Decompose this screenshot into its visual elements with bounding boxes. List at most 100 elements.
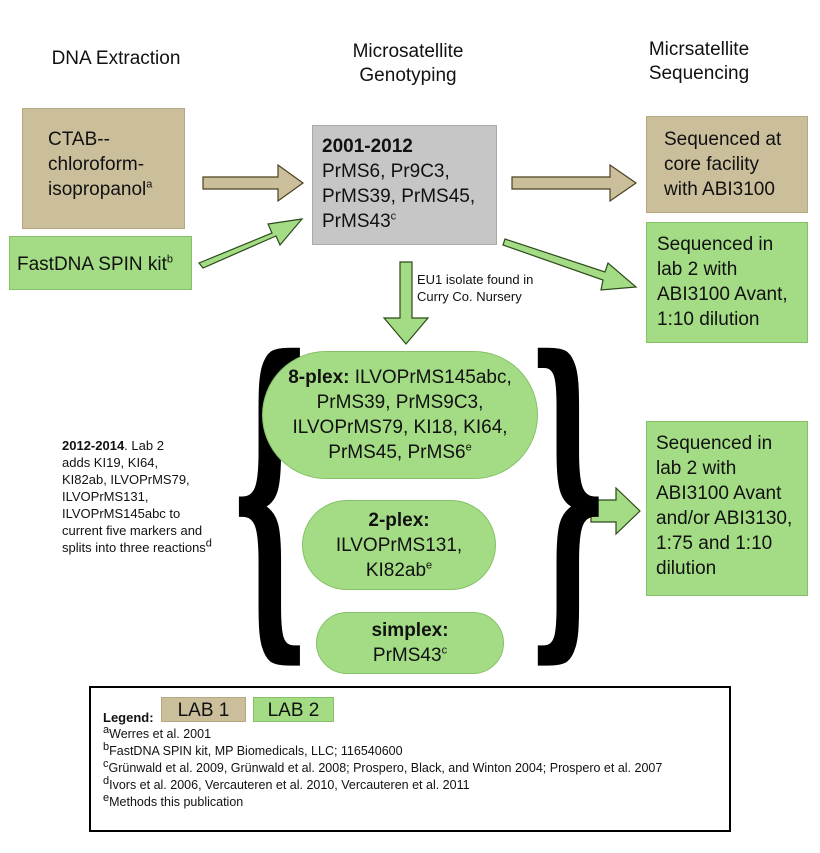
eu1-isolate-note: EU1 isolate found in Curry Co. Nursery bbox=[417, 271, 557, 305]
twoplex-line2-text: KI82ab bbox=[365, 559, 427, 581]
simplex-label: simplex: bbox=[371, 620, 449, 641]
legend-ref-c-text: Grünwald et al. 2009, Grünwald et al. 20… bbox=[108, 761, 663, 775]
genotyping-line3-text: PrMS43 bbox=[322, 211, 391, 232]
right-brace: } bbox=[526, 286, 610, 692]
genotyping-line3: PrMS43c bbox=[322, 209, 496, 234]
pill-8plex: 8-plex: ILVOPrMS145abc, PrMS39, PrMS9C3,… bbox=[262, 351, 538, 479]
simplex-sup: c bbox=[441, 644, 448, 657]
ctab-line3-text: isopropanol bbox=[48, 179, 147, 200]
seq-lab2b-line6: dilution bbox=[656, 558, 717, 579]
box-seq-core-facility: Sequenced at core facility with ABI3100 bbox=[646, 116, 808, 213]
seq-core-line2: core facility bbox=[664, 154, 760, 175]
arrow-fastdna-to-genotyping bbox=[198, 218, 304, 269]
legend-ref-e-mark: e bbox=[103, 791, 110, 804]
eu1-line1: EU1 isolate found in bbox=[417, 272, 534, 287]
seq-core-line1: Sequenced at bbox=[664, 129, 782, 150]
box-seq-lab2-175: Sequenced in lab 2 with ABI3100 Avant an… bbox=[646, 421, 808, 596]
legend-title: Legend: bbox=[103, 710, 154, 725]
fastdna-text: FastDNA SPIN kit bbox=[17, 254, 167, 275]
genotyping-line2: PrMS39, PrMS45, bbox=[322, 186, 476, 207]
legend-ref-e-text: Methods this publication bbox=[109, 795, 244, 809]
legend-ref-b-text: FastDNA SPIN kit, MP Biomedicals, LLC; 1… bbox=[109, 744, 403, 758]
seq-lab2b-line4: and/or ABI3130, bbox=[656, 508, 793, 529]
arrow-genotyping-to-core bbox=[511, 163, 638, 203]
seq-core-line3: with ABI3100 bbox=[664, 179, 775, 200]
note-line1-text: . Lab 2 bbox=[124, 438, 164, 453]
legend-ref-e: eMethods this publication bbox=[103, 791, 244, 810]
note-2012-2014: 2012-2014. Lab 2 adds KI19, KI64, KI82ab… bbox=[62, 437, 237, 556]
pill-2plex: 2-plex: ILVOPrMS131, KI82abe bbox=[302, 500, 496, 590]
genotyping-title: 2001-2012 bbox=[322, 136, 413, 157]
arrow-multiplex-to-lab2 bbox=[590, 486, 641, 536]
legend-ref-d-mark: d bbox=[103, 774, 110, 787]
note-line7: splits into three reactionsd bbox=[62, 537, 237, 556]
seq-lab2b-line3: ABI3100 Avant bbox=[656, 483, 782, 504]
box-fastdna-kit: FastDNA SPIN kitb bbox=[9, 236, 192, 290]
eightplex-line1: 8-plex: ILVOPrMS145abc, bbox=[263, 365, 537, 390]
legend-ref-b-mark: b bbox=[103, 740, 110, 753]
twoplex-label: 2-plex: bbox=[368, 509, 430, 531]
ctab-line3: isopropanola bbox=[48, 177, 184, 202]
eightplex-line1-text: ILVOPrMS145abc, bbox=[349, 367, 512, 388]
note-line3: KI82ab, ILVOPrMS79, bbox=[62, 472, 190, 487]
twoplex-sup: e bbox=[426, 559, 433, 572]
twoplex-line2: KI82abe bbox=[303, 558, 495, 583]
legend-box: Legend: LAB 1 LAB 2 aWerres et al. 2001 … bbox=[89, 686, 731, 832]
ctab-line1: CTAB-- bbox=[48, 129, 110, 150]
note-line6: current five markers and bbox=[62, 523, 203, 538]
eightplex-line4-text: PrMS45, PrMS6 bbox=[328, 442, 466, 463]
arrow-down-to-multiplex bbox=[382, 261, 430, 345]
eu1-line2: Curry Co. Nursery bbox=[417, 289, 522, 304]
header-sequencing: Micrsatellite Sequencing bbox=[628, 38, 770, 86]
legend-ref-c-mark: c bbox=[103, 757, 109, 770]
eightplex-line4: PrMS45, PrMS6e bbox=[263, 440, 537, 465]
seq-lab2-line2: lab 2 with bbox=[657, 259, 738, 280]
arrow-genotyping-to-lab2 bbox=[502, 238, 638, 291]
arrow-ctab-to-genotyping bbox=[202, 163, 305, 203]
note-line1: 2012-2014. Lab 2 bbox=[62, 437, 237, 454]
box-ctab-extraction: CTAB-- chloroform- isopropanola bbox=[22, 108, 185, 229]
legend-ref-c: cGrünwald et al. 2009, Grünwald et al. 2… bbox=[103, 757, 663, 776]
header-genotyping-line1: Microsatellite bbox=[352, 41, 464, 62]
header-genotyping: Microsatellite Genotyping bbox=[318, 40, 498, 88]
genotyping-sup: c bbox=[390, 210, 397, 223]
eightplex-line3: ILVOPrMS79, KI18, KI64, bbox=[292, 417, 508, 438]
note-sup: d bbox=[205, 537, 212, 550]
seq-lab2b-line5: 1:75 and 1:10 bbox=[656, 533, 773, 554]
simplex-line1-text: PrMS43 bbox=[372, 645, 442, 666]
legend-ref-a-mark: a bbox=[103, 723, 110, 736]
seq-lab2b-line1: Sequenced in bbox=[656, 433, 773, 454]
box-seq-lab2-110: Sequenced in lab 2 with ABI3100 Avant, 1… bbox=[646, 222, 808, 343]
twoplex-line1: ILVOPrMS131, bbox=[335, 534, 463, 556]
header-dna-extraction: DNA Extraction bbox=[40, 47, 192, 71]
ctab-sup: a bbox=[146, 178, 153, 191]
seq-lab2b-line2: lab 2 with bbox=[656, 458, 737, 479]
seq-lab2-line1: Sequenced in bbox=[657, 234, 774, 255]
box-genotyping-2001-2012: 2001-2012 PrMS6, Pr9C3, PrMS39, PrMS45, … bbox=[312, 125, 497, 245]
seq-lab2-line4: 1:10 dilution bbox=[657, 309, 760, 330]
legend-ref-d: dIvors et al. 2006, Vercauteren et al. 2… bbox=[103, 774, 470, 793]
header-dna-extraction-text: DNA Extraction bbox=[51, 48, 181, 69]
note-line4: ILVOPrMS131, bbox=[62, 489, 149, 504]
legend-ref-a: aWerres et al. 2001 bbox=[103, 723, 212, 742]
genotyping-line1: PrMS6, Pr9C3, bbox=[322, 161, 450, 182]
legend-chip-lab2: LAB 2 bbox=[253, 697, 334, 722]
legend-ref-b: bFastDNA SPIN kit, MP Biomedicals, LLC; … bbox=[103, 740, 403, 759]
header-sequencing-line1: Micrsatellite bbox=[648, 39, 750, 60]
eightplex-sup: e bbox=[465, 441, 472, 454]
simplex-line1: PrMS43c bbox=[317, 643, 503, 668]
ctab-line2: chloroform- bbox=[48, 154, 145, 175]
note-line7-text: splits into three reactions bbox=[62, 540, 206, 555]
pill-simplex: simplex: PrMS43c bbox=[316, 612, 504, 674]
header-genotyping-line2: Genotyping bbox=[359, 65, 457, 86]
note-line2: adds KI19, KI64, bbox=[62, 455, 159, 470]
note-years: 2012-2014 bbox=[62, 438, 125, 453]
note-line5: ILVOPrMS145abc to bbox=[62, 506, 181, 521]
seq-lab2-line3: ABI3100 Avant, bbox=[657, 284, 788, 305]
fastdna-sup: b bbox=[166, 253, 174, 266]
eightplex-line2: PrMS39, PrMS9C3, bbox=[316, 392, 484, 413]
legend-ref-a-text: Werres et al. 2001 bbox=[109, 727, 212, 741]
header-sequencing-line2: Sequencing bbox=[648, 63, 750, 84]
legend-ref-d-text: Ivors et al. 2006, Vercauteren et al. 20… bbox=[109, 778, 470, 792]
